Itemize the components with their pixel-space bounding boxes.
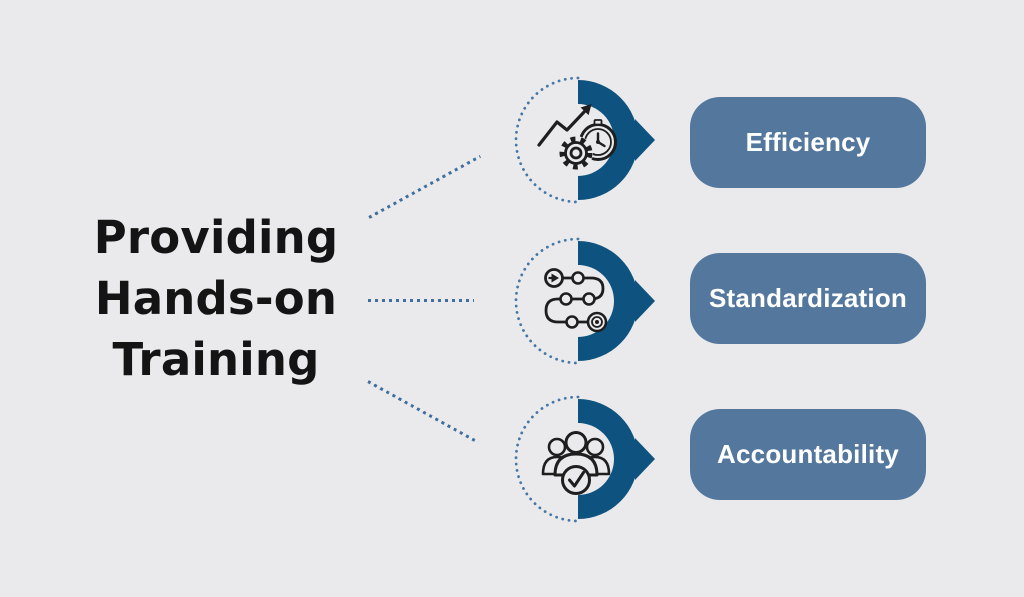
pill-accountability: Accountability xyxy=(690,409,926,500)
pill-standardization: Standardization xyxy=(690,253,926,344)
pill-efficiency: Efficiency xyxy=(690,97,926,188)
title-line-3: Training xyxy=(112,333,320,386)
pill-accountability-label: Accountability xyxy=(717,439,899,469)
title-line-2: Hands-on xyxy=(94,272,338,325)
title-line-1: Providing xyxy=(93,211,339,264)
pill-efficiency-label: Efficiency xyxy=(745,127,871,157)
efficiency-growth-gear-clock-icon xyxy=(514,76,655,204)
connector-line-standardization xyxy=(368,299,474,302)
diagram-title: Providing Hands-on Training xyxy=(58,207,374,390)
connector-line-efficiency xyxy=(368,155,482,219)
connector-line-accountability xyxy=(367,380,480,444)
pill-standardization-label: Standardization xyxy=(708,283,907,313)
process-flow-path-icon xyxy=(514,237,655,365)
team-checkmark-icon xyxy=(514,395,655,523)
